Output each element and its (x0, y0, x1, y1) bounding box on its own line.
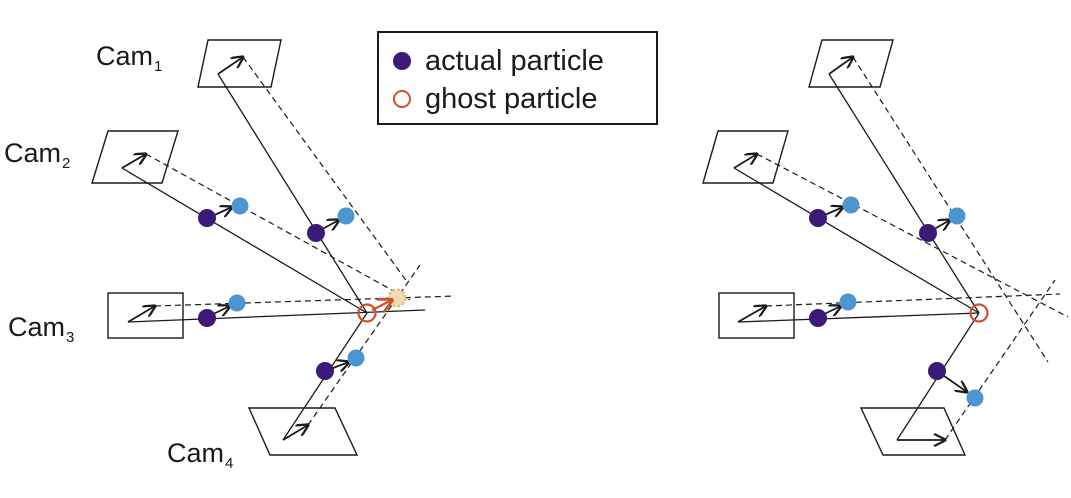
cam3-image-plane (107, 292, 184, 339)
right-cam2-image-plane (702, 130, 789, 184)
cam2-arrow-icon (121, 154, 146, 169)
left-panel (91, 39, 456, 456)
moved-ghost-particle (387, 288, 407, 308)
legend-ghost-label: ghost particle (425, 82, 598, 115)
legend: actual particle ghost particle (377, 31, 658, 125)
cam2-image-plane (91, 130, 179, 184)
legend-row-ghost: ghost particle (393, 82, 598, 116)
cam4-label: Cam4 (167, 438, 234, 472)
cam1-label-sub: 1 (154, 58, 163, 75)
right-displaced-particles (839, 196, 984, 407)
cam3-arrow-icon (127, 306, 155, 323)
right-cam3-image-plane (718, 292, 795, 339)
cam3-label-base: Cam (8, 312, 66, 342)
right-ghost-particle (969, 303, 989, 323)
cam4-label-base: Cam (167, 438, 225, 468)
cam2-label-base: Cam (4, 138, 62, 168)
cam2-label: Cam2 (4, 138, 71, 172)
cam4-arrow-icon (282, 425, 308, 441)
cam2-label-sub: 2 (62, 155, 71, 172)
right-cam2-arrow-icon (733, 154, 757, 169)
right-cam1-arrow-icon (828, 57, 853, 75)
ghost-particle-marker (393, 90, 411, 108)
image-plane-arrows (121, 57, 308, 441)
right-cam1-image-plane (808, 39, 894, 88)
right-image-plane-arrows (733, 57, 945, 440)
cam1-label-base: Cam (96, 41, 154, 71)
right-cam3-arrow-icon (737, 306, 766, 323)
cam3-label-sub: 3 (66, 329, 75, 346)
ghost-particle (357, 303, 377, 323)
cam1-arrow-icon (217, 57, 243, 75)
displaced-particles (228, 197, 365, 367)
right-dashed-lines-of-sight (756, 56, 1069, 441)
right-solid-lines-of-sight (733, 73, 980, 441)
legend-actual-label: actual particle (425, 44, 604, 77)
cam4-label-sub: 4 (225, 455, 234, 472)
cam1-label: Cam1 (96, 41, 163, 75)
cam4-image-plane (247, 407, 359, 456)
cam1-image-plane (197, 39, 282, 88)
legend-row-actual: actual particle (393, 44, 604, 78)
right-panel (702, 39, 1069, 456)
actual-particles (198, 209, 334, 380)
actual-particle-marker (393, 52, 411, 70)
cam3-label: Cam3 (8, 312, 75, 346)
right-actual-particles (809, 209, 946, 380)
right-cam4-image-plane (859, 407, 967, 456)
solid-lines-of-sight (121, 73, 426, 441)
